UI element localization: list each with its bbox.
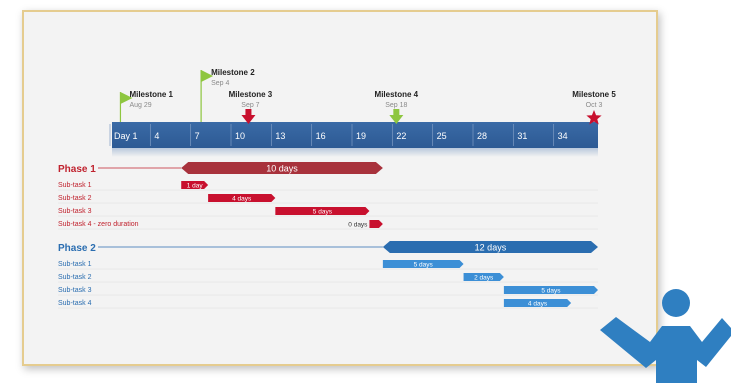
task-name: Sub-task 2 xyxy=(58,195,92,202)
phase-bar xyxy=(181,162,383,174)
timeline-tick-label: 16 xyxy=(316,131,326,141)
task-name: Sub-task 4 - zero duration xyxy=(58,221,139,228)
task-bar xyxy=(208,194,276,202)
milestone-star-icon xyxy=(586,110,602,125)
milestone-name: Milestone 5 xyxy=(572,90,616,99)
timeline-band-shadow xyxy=(112,148,598,157)
task-duration-label: 5 days xyxy=(414,262,434,269)
timeline-tick-label: 13 xyxy=(275,131,285,141)
milestone-arrow-down-icon xyxy=(241,109,256,124)
task-bar xyxy=(382,260,464,268)
timeline-tick-label: 10 xyxy=(235,131,245,141)
milestone-name: Milestone 4 xyxy=(375,90,419,99)
task-bar xyxy=(181,181,209,189)
milestone-flag-icon xyxy=(201,70,214,82)
timeline-tick-label: 31 xyxy=(517,131,527,141)
task-duration-label: 4 days xyxy=(232,196,252,203)
task-name: Sub-task 1 xyxy=(58,182,92,189)
timeline-tick-label: 22 xyxy=(396,131,406,141)
timeline-tick-label: 19 xyxy=(356,131,366,141)
milestone-name: Milestone 3 xyxy=(229,90,273,99)
milestone-name: Milestone 2 xyxy=(211,68,255,77)
timeline-tick-label: 34 xyxy=(558,131,568,141)
milestone-date: Aug 29 xyxy=(129,102,151,109)
task-duration-label: 4 days xyxy=(528,301,548,308)
task-bar xyxy=(503,299,572,307)
task-bar xyxy=(275,207,370,215)
timeline-band xyxy=(112,122,598,148)
task-duration-label: 0 days xyxy=(348,222,368,229)
timeline-tick-label: Day 1 xyxy=(114,131,138,141)
task-name: Sub-task 2 xyxy=(58,274,92,281)
phase-duration-label: 12 days xyxy=(475,243,507,253)
task-duration-label: 5 days xyxy=(541,288,561,295)
milestone-date: Sep 4 xyxy=(211,80,229,87)
phase-name: Phase 2 xyxy=(58,243,96,254)
milestone-date: Sep 18 xyxy=(385,102,407,109)
task-name: Sub-task 3 xyxy=(58,208,92,215)
task-bar xyxy=(503,286,598,294)
timeline-tick-label: 7 xyxy=(195,131,200,141)
task-duration-label: 5 days xyxy=(313,209,333,216)
phase-duration-label: 10 days xyxy=(266,164,298,174)
task-bar xyxy=(463,273,504,281)
person-pointing-icon xyxy=(600,289,731,383)
timeline-tick-label: 4 xyxy=(154,131,159,141)
phase-bar xyxy=(382,241,598,253)
milestone-date: Sep 7 xyxy=(241,102,259,109)
timeline-tick-label: 28 xyxy=(477,131,487,141)
task-duration-label: 1 day xyxy=(187,183,204,190)
phase-name: Phase 1 xyxy=(58,164,96,175)
task-bar xyxy=(369,220,383,228)
milestone-arrow-down-icon xyxy=(389,109,404,124)
task-name: Sub-task 3 xyxy=(58,287,92,294)
milestone-name: Milestone 1 xyxy=(129,90,173,99)
task-name: Sub-task 4 xyxy=(58,300,92,307)
timeline-tick-label: 25 xyxy=(437,131,447,141)
task-name: Sub-task 1 xyxy=(58,261,92,268)
milestone-date: Oct 3 xyxy=(586,102,603,109)
milestone-flag-icon xyxy=(120,92,133,104)
task-duration-label: 2 days xyxy=(474,275,494,282)
